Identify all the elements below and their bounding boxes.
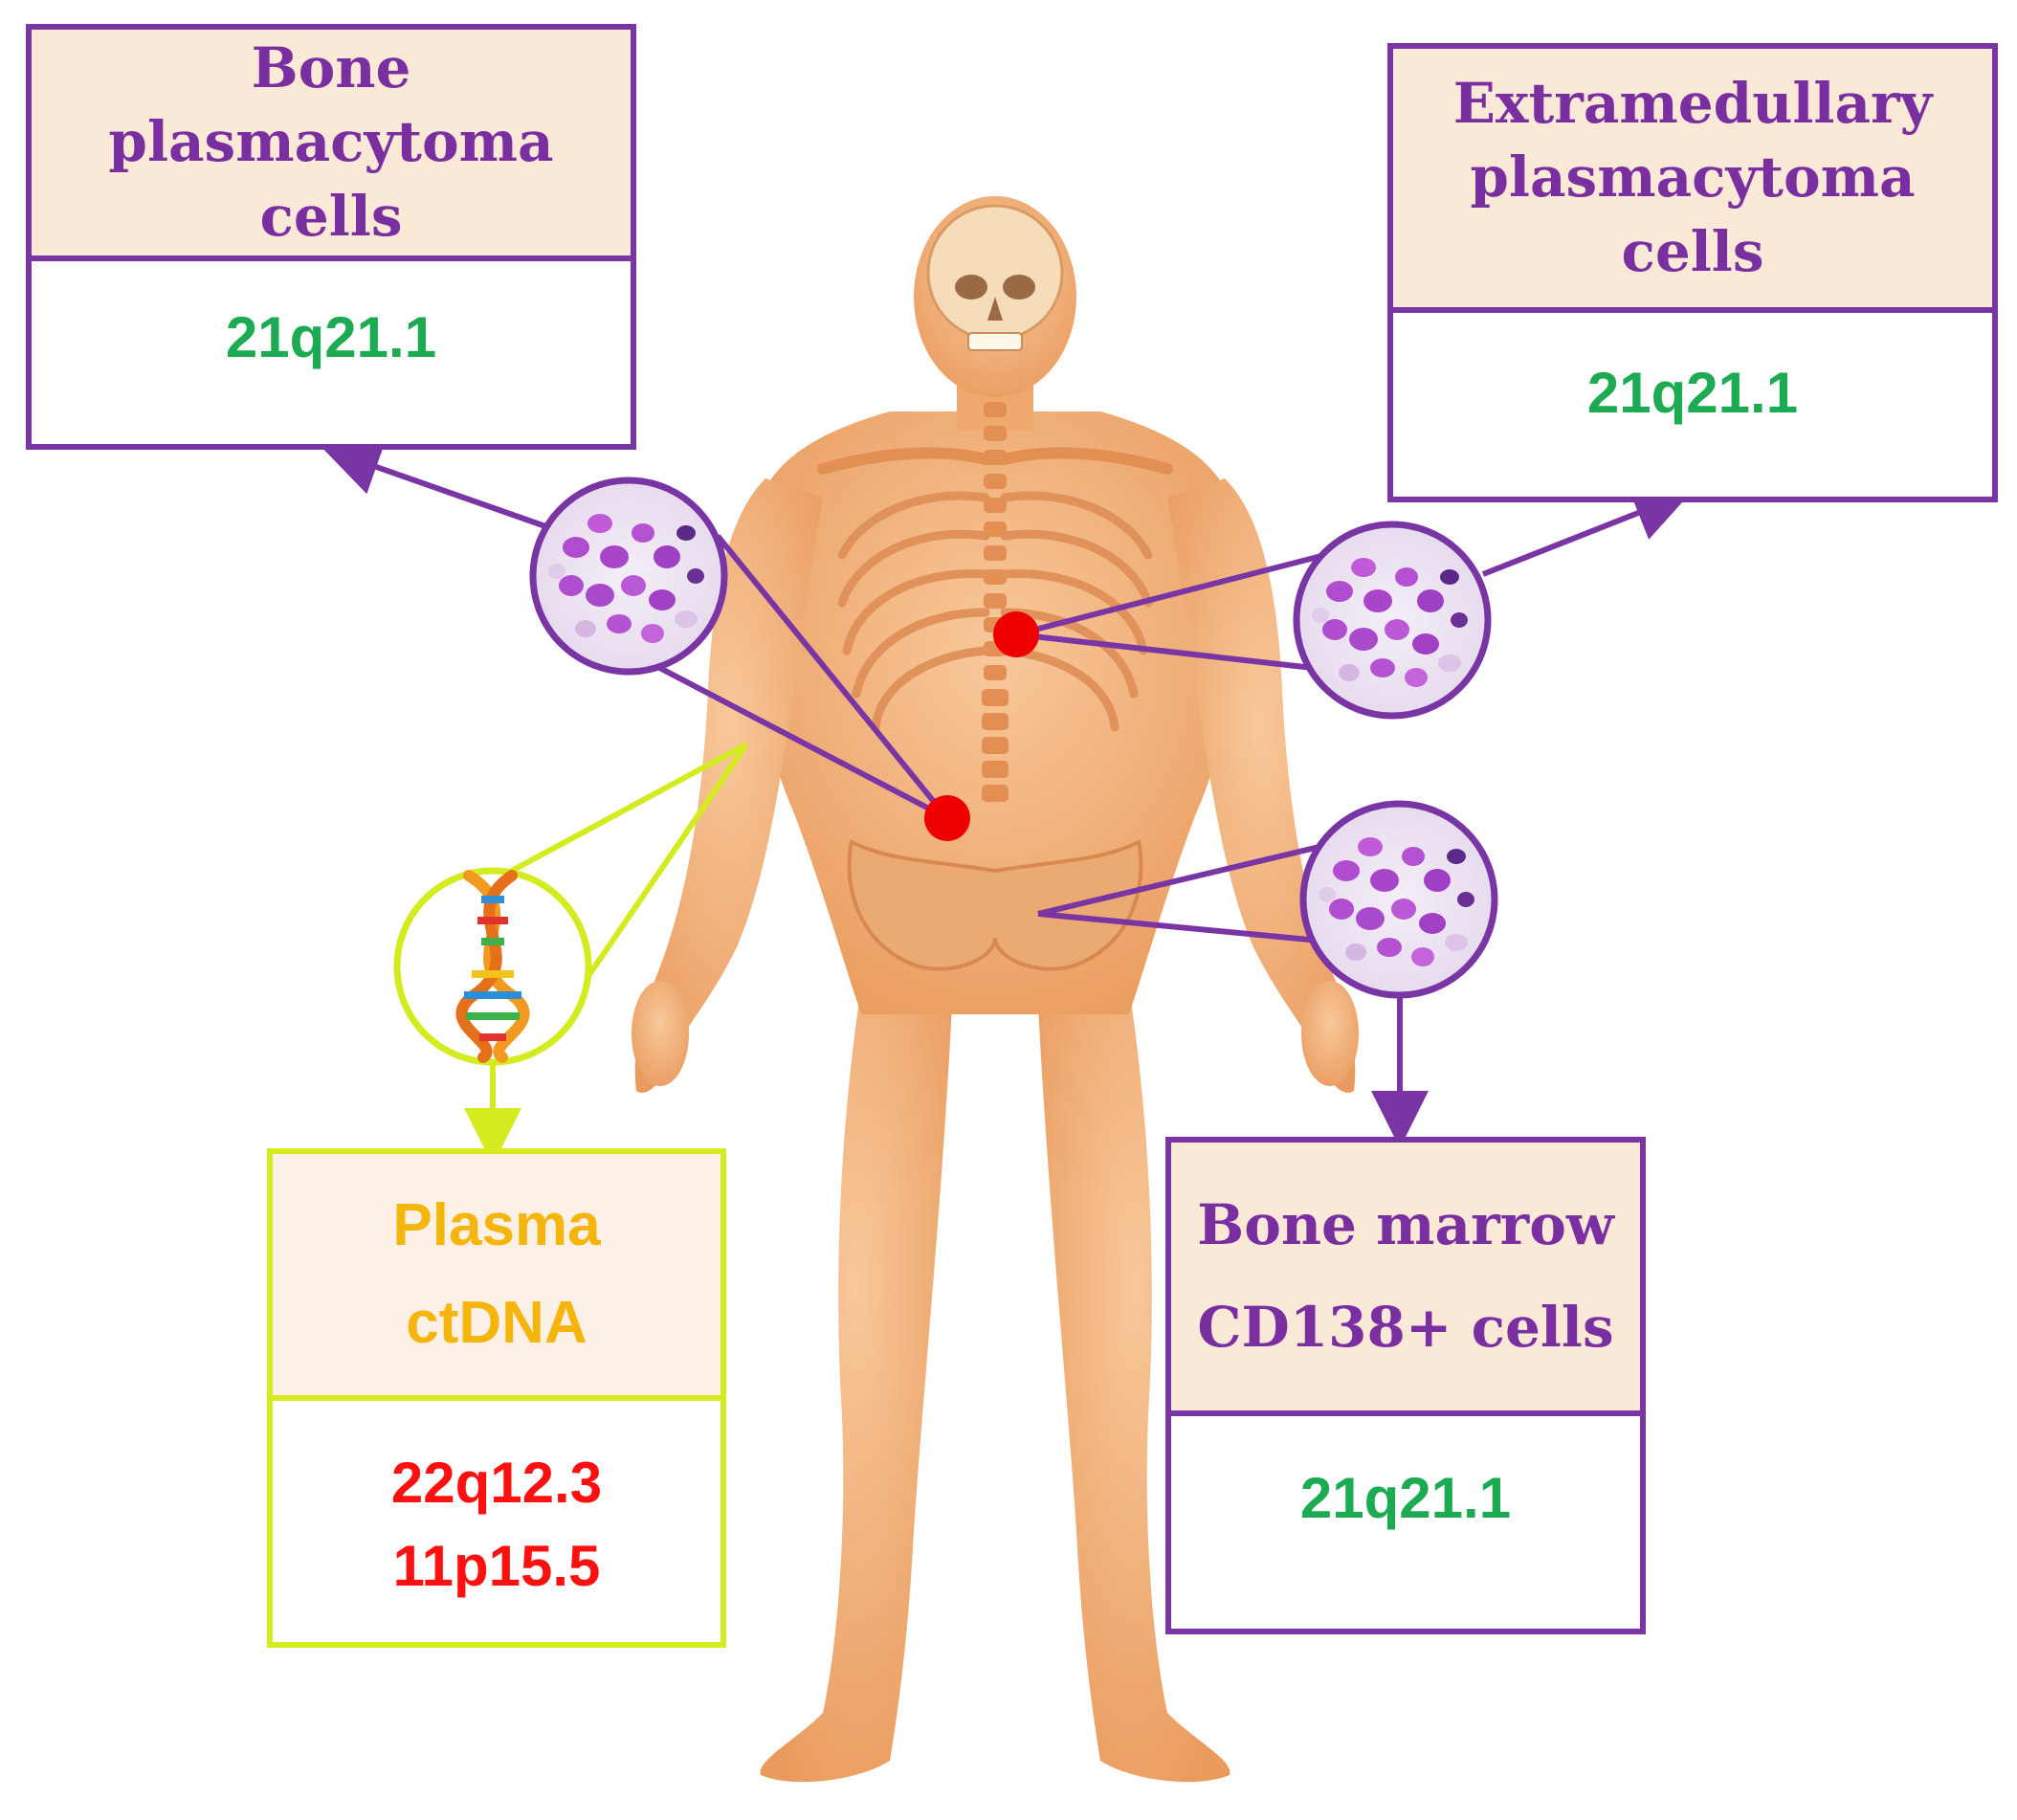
pelvis — [847, 839, 1143, 971]
bone-marrow-box: Bone marrow CD138+ cells 21q21.1 — [1165, 1137, 1646, 1634]
skull-eye-right — [1003, 275, 1035, 300]
extramedullary-plasmacytoma-box: Extramedullary plasmacytoma cells 21q21.… — [1387, 43, 1998, 502]
connector-extramedullary-lesion — [1015, 552, 1331, 673]
connector-ctdna — [496, 742, 749, 978]
skull-teeth — [967, 332, 1023, 351]
bone-plasmacytoma-loci: 21q21.1 — [32, 261, 631, 379]
plasma-cell-microscopy-icon — [529, 477, 728, 676]
box-title-line: cells — [1621, 218, 1764, 284]
box-title-line: cells — [259, 183, 403, 249]
bone-marrow-loci: 21q21.1 — [1171, 1416, 1640, 1540]
box-title-line: Extramedullary — [1452, 71, 1933, 137]
arrow-to-extramedullary-box — [1481, 486, 1692, 577]
bone-marrow-header: Bone marrow CD138+ cells — [1171, 1143, 1640, 1416]
connector-lines — [321, 439, 1692, 1165]
extramedullary-plasmacytoma-loci: 21q21.1 — [1393, 313, 1992, 434]
plasma-cell-microscopy-icon — [1293, 521, 1492, 720]
right-hand — [1301, 981, 1359, 1086]
plasma-ctdna-header: Plasma ctDNA — [273, 1154, 720, 1401]
skull-eye-left — [955, 275, 987, 300]
right-leg — [1038, 957, 1230, 1783]
left-hand — [632, 981, 689, 1086]
plasma-ctdna-loci: 22q12.3 11p15.5 — [273, 1401, 720, 1608]
extramedullary-plasmacytoma-header: Extramedullary plasmacytoma cells — [1393, 49, 1992, 313]
plasma-cell-microscopy-icon — [1299, 800, 1498, 999]
locus-label: 21q21.1 — [1299, 1466, 1512, 1530]
box-title-line: CD138+ cells — [1197, 1295, 1614, 1360]
locus-label: 21q21.1 — [225, 305, 437, 369]
box-title-line: Bone marrow — [1197, 1191, 1614, 1257]
plasma-ctdna-box: Plasma ctDNA 22q12.3 11p15.5 — [267, 1148, 726, 1648]
box-title-line: plasmacytoma — [108, 109, 554, 175]
arrow-to-bone-plasmacytoma-box — [321, 439, 546, 529]
locus-label: 11p15.5 — [392, 1534, 601, 1598]
locus-label: 22q12.3 — [390, 1451, 603, 1515]
lesion-dot-icon — [993, 611, 1039, 657]
skull-nose — [987, 297, 1003, 321]
clavicles — [817, 447, 1173, 475]
box-title-line: ctDNA — [406, 1290, 587, 1356]
locus-label: 21q21.1 — [1586, 361, 1799, 425]
dna-double-helix-icon — [393, 867, 592, 1066]
bone-plasmacytoma-header: Bone plasmacytoma cells — [32, 30, 631, 261]
left-arm — [634, 478, 823, 1093]
box-title-line: Bone — [251, 35, 411, 101]
left-leg — [760, 957, 952, 1783]
connector-bone-marrow — [1037, 839, 1341, 945]
lesion-dot-icon — [924, 795, 970, 841]
box-title-line: plasmacytoma — [1470, 144, 1916, 211]
connector-bone-lesion — [625, 534, 950, 821]
bone-plasmacytoma-box: Bone plasmacytoma cells 21q21.1 — [26, 24, 636, 450]
box-title-line: Plasma — [392, 1191, 601, 1258]
